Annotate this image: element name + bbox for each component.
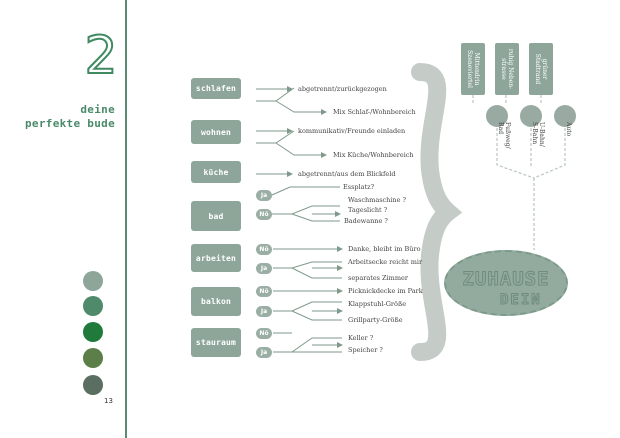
category-arbeiten: arbeiten	[191, 244, 241, 272]
option-label: kommunikativ/Freunde einladen	[298, 127, 406, 135]
option-label: Picknickdecke im Park	[348, 287, 423, 295]
option-label: Arbeitsecke reicht mir	[348, 258, 423, 266]
option-label: Mix Schlaf-/Wohnbereich	[333, 108, 416, 116]
option-label: Keller ?	[348, 334, 374, 342]
answer-pill: Ja	[256, 347, 272, 358]
option-label: Grillparty-Größe	[348, 316, 403, 324]
color-swatch	[83, 296, 103, 316]
answer-pill: Nö	[256, 328, 272, 339]
chapter-title-line2: perfekte bude	[25, 117, 115, 130]
option-label: Tageslicht ?	[348, 206, 388, 214]
option-label: abgetrennt/aus dem Blickfeld	[298, 170, 396, 178]
option-label: Waschmaschine ?	[348, 196, 407, 204]
category-kueche: küche	[191, 161, 241, 183]
chapter-title: deine perfekte bude	[25, 103, 115, 131]
option-label: Danke, bleibt im Büro	[348, 245, 421, 253]
color-swatch	[83, 348, 103, 368]
transport-circle	[554, 105, 576, 127]
color-swatch	[83, 375, 103, 395]
home-subtitle: DEIN	[500, 292, 542, 309]
answer-pill: Ja	[256, 263, 272, 274]
option-label: separates Zimmer	[348, 274, 408, 282]
category-stauraum: stauraum	[191, 328, 241, 357]
location-label: Mittendrin Szeneviertel	[466, 50, 480, 88]
option-label: Speicher ?	[348, 346, 383, 354]
category-bad: bad	[191, 201, 241, 231]
option-label: Essplatz?	[343, 183, 375, 191]
transport-label: U-Bahn/ S-Bahn	[531, 122, 545, 147]
location-label: ruhig Neben- strasse	[500, 48, 514, 90]
answer-pill: Ja	[256, 306, 272, 317]
transport-circle	[486, 105, 508, 127]
option-label: Badewanne ?	[344, 217, 388, 225]
home-title: ZUHAUSE	[462, 268, 550, 291]
chapter-number: 2	[83, 26, 118, 86]
location-box: Mittendrin Szeneviertel	[461, 43, 485, 95]
transport-circle	[520, 105, 542, 127]
page-number: 13	[104, 397, 113, 405]
location-box: ruhig Neben- strasse	[495, 43, 519, 95]
answer-pill: Nö	[256, 244, 272, 255]
answer-pill: Nö	[256, 209, 272, 220]
transport-label: Auto	[565, 122, 572, 137]
location-label: grüner Stadtrand	[534, 53, 548, 85]
answer-pill: Ja	[256, 190, 272, 201]
category-balkon: balkon	[191, 287, 241, 316]
category-wohnen: wohnen	[191, 120, 241, 144]
location-box: grüner Stadtrand	[529, 43, 553, 95]
option-label: abgetrennt/zurückgezogen	[298, 85, 387, 93]
option-label: Klappstuhl-Größe	[348, 300, 407, 308]
option-label: Mix Küche/Wohnbereich	[333, 151, 414, 159]
category-schlafen: schlafen	[191, 78, 241, 99]
home-ellipse	[444, 250, 568, 316]
transport-label: Fußweg/ Rad	[497, 122, 511, 149]
color-swatch	[83, 322, 103, 342]
divider-line	[125, 0, 127, 438]
answer-pill: Nö	[256, 286, 272, 297]
chapter-title-line1: deine	[80, 103, 115, 116]
color-swatch	[83, 271, 103, 291]
